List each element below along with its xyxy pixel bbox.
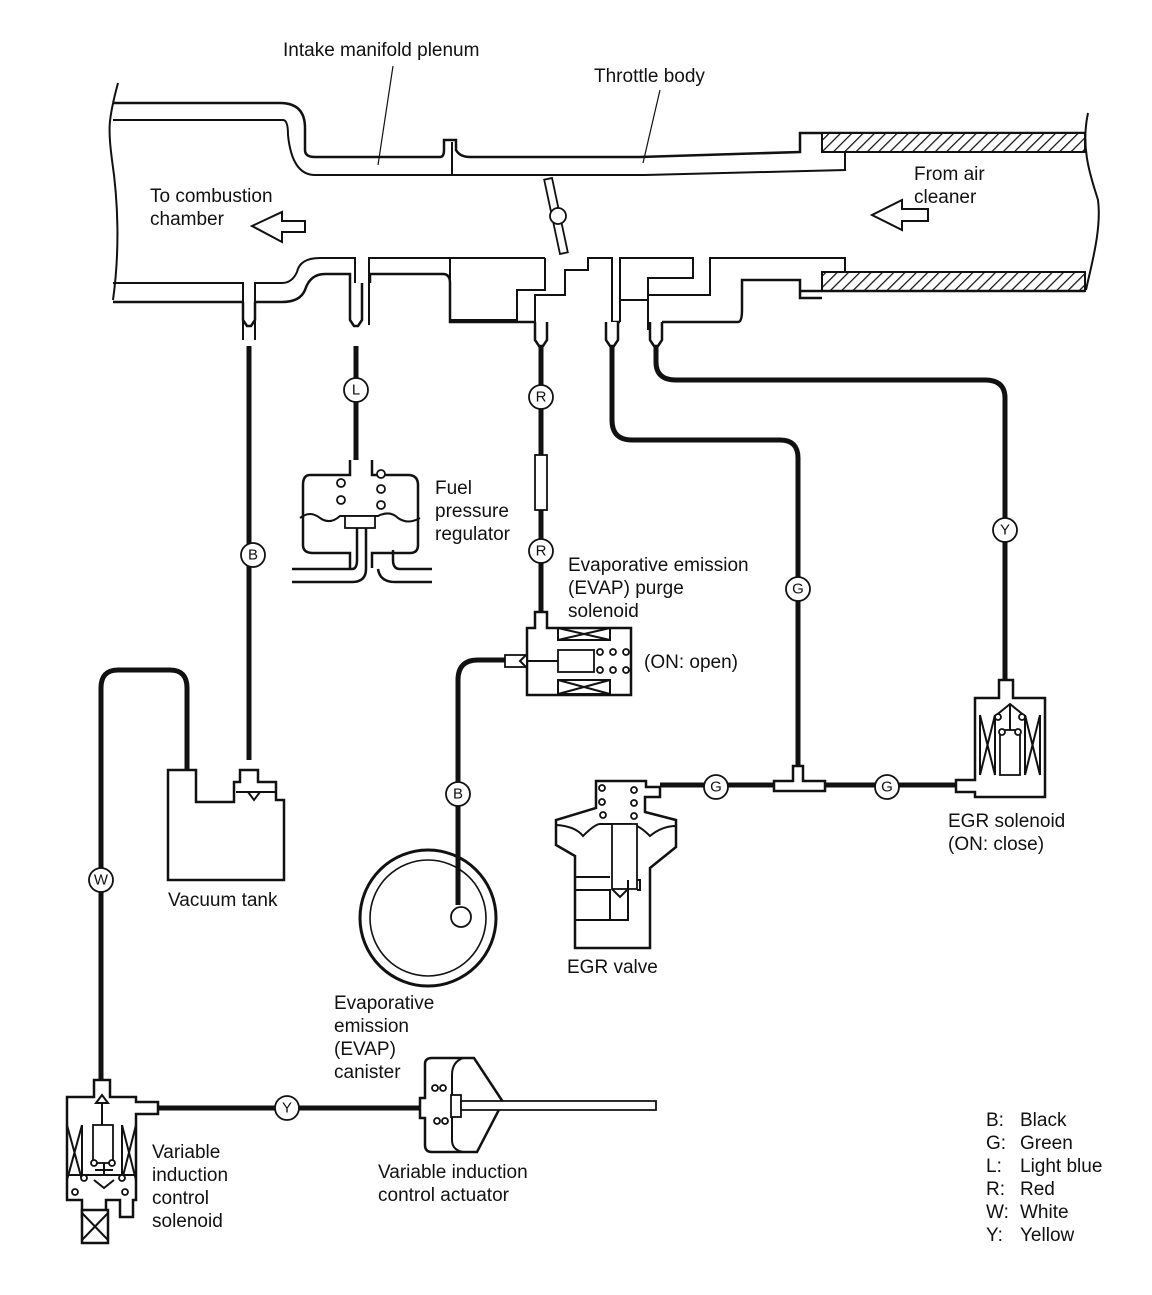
tag-egr-valve-right: G (874, 774, 900, 800)
legend-color: White (1020, 1202, 1069, 1223)
legend-color: Red (1020, 1179, 1055, 1200)
throttle-valve (543, 176, 569, 256)
label-canister-3: (EVAP) (334, 1039, 396, 1060)
label-evap-purge-1: Evaporative emission (568, 555, 749, 576)
label-from-air-2: cleaner (914, 187, 977, 208)
air-duct-gasket-bottom (821, 271, 1086, 292)
color-legend: B: Black G: Green L: Light blue R: Red W… (986, 1110, 1102, 1246)
label-vic-actuator-2: control actuator (378, 1185, 510, 1206)
svg-text:L: L (352, 382, 360, 399)
label-to-combustion-2: chamber (150, 209, 225, 230)
svg-text:B: B (248, 547, 258, 564)
svg-text:B: B (453, 786, 463, 803)
tag-fuel-regulator-hose: L (343, 377, 369, 403)
hose-filter (534, 454, 548, 511)
vacuum-tank (166, 768, 286, 882)
legend-code: B: (986, 1110, 1004, 1131)
label-vic-solenoid-2: induction (152, 1165, 228, 1186)
egr-solenoid (954, 678, 1047, 799)
label-fuel-reg-2: pressure (435, 501, 509, 522)
legend-code: W: (986, 1202, 1009, 1223)
legend-color: Green (1020, 1133, 1073, 1154)
label-throttle-body: Throttle body (594, 66, 705, 87)
svg-text:G: G (710, 779, 722, 796)
label-fuel-reg-3: regulator (435, 524, 511, 545)
svg-text:R: R (536, 389, 547, 406)
svg-text:G: G (881, 779, 893, 796)
arrow-to-combustion-icon (249, 210, 306, 244)
arrow-from-air-cleaner-icon (869, 198, 929, 232)
svg-text:Y: Y (1000, 522, 1010, 539)
svg-text:Y: Y (282, 1100, 292, 1117)
tag-egr-solenoid-feed: Y (992, 517, 1018, 543)
tag-canister-hose: B (445, 781, 471, 807)
label-from-air-1: From air (914, 164, 985, 185)
intake-manifold-pointer (377, 65, 394, 166)
legend-code: G: (986, 1133, 1006, 1154)
legend-color: Yellow (1020, 1225, 1075, 1246)
air-duct-gasket-top (821, 132, 1086, 153)
legend-color: Light blue (1020, 1156, 1102, 1177)
tag-vic-actuator-hose: Y (274, 1095, 300, 1121)
label-egr-solenoid-2: (ON: close) (948, 834, 1044, 855)
vic-actuator (418, 1056, 657, 1154)
svg-text:W: W (94, 872, 109, 889)
label-canister-1: Evaporative (334, 993, 434, 1014)
label-egr-solenoid-1: EGR solenoid (948, 811, 1065, 832)
label-to-combustion-1: To combustion (150, 186, 273, 207)
egr-valve (554, 779, 678, 950)
hoses (98, 283, 1008, 1111)
legend-code: L: (986, 1156, 1002, 1177)
label-intake-manifold: Intake manifold plenum (283, 40, 479, 61)
intake-duct (108, 82, 1100, 340)
label-vic-actuator-1: Variable induction (378, 1162, 528, 1183)
label-egr-valve: EGR valve (567, 957, 658, 978)
label-fuel-reg-1: Fuel (435, 478, 472, 499)
evap-purge-solenoid (504, 610, 633, 697)
tag-egr-vertical: G (785, 576, 811, 602)
tag-purge-upper: R (528, 384, 554, 410)
label-vic-solenoid-3: control (152, 1188, 209, 1209)
label-vacuum-tank: Vacuum tank (168, 890, 278, 911)
svg-text:R: R (536, 543, 547, 560)
label-canister-2: emission (334, 1016, 409, 1037)
hose-tags: L B R R B G Y G G W Y (88, 377, 1018, 1121)
label-evap-purge-2: (EVAP) purge (568, 578, 684, 599)
vic-solenoid (65, 1078, 160, 1245)
label-vic-solenoid-4: solenoid (152, 1211, 223, 1232)
legend-color: Black (1020, 1110, 1067, 1131)
evap-canister (358, 848, 498, 988)
label-evap-purge-state: (ON: open) (644, 652, 738, 673)
label-vic-solenoid-1: Variable (152, 1142, 220, 1163)
tag-egr-valve-left: G (703, 774, 729, 800)
tag-vic-solenoid-feed: W (88, 867, 114, 893)
tag-vacuum-tank-hose: B (240, 542, 266, 568)
legend-code: R: (986, 1179, 1005, 1200)
legend-code: Y: (986, 1225, 1003, 1246)
fuel-pressure-regulator (292, 460, 432, 584)
label-canister-4: canister (334, 1062, 401, 1083)
tee-connector (772, 764, 827, 793)
throttle-body-pointer (642, 89, 661, 164)
label-evap-purge-3: solenoid (568, 601, 639, 622)
svg-text:G: G (792, 581, 804, 598)
tag-purge-lower: R (528, 538, 554, 564)
